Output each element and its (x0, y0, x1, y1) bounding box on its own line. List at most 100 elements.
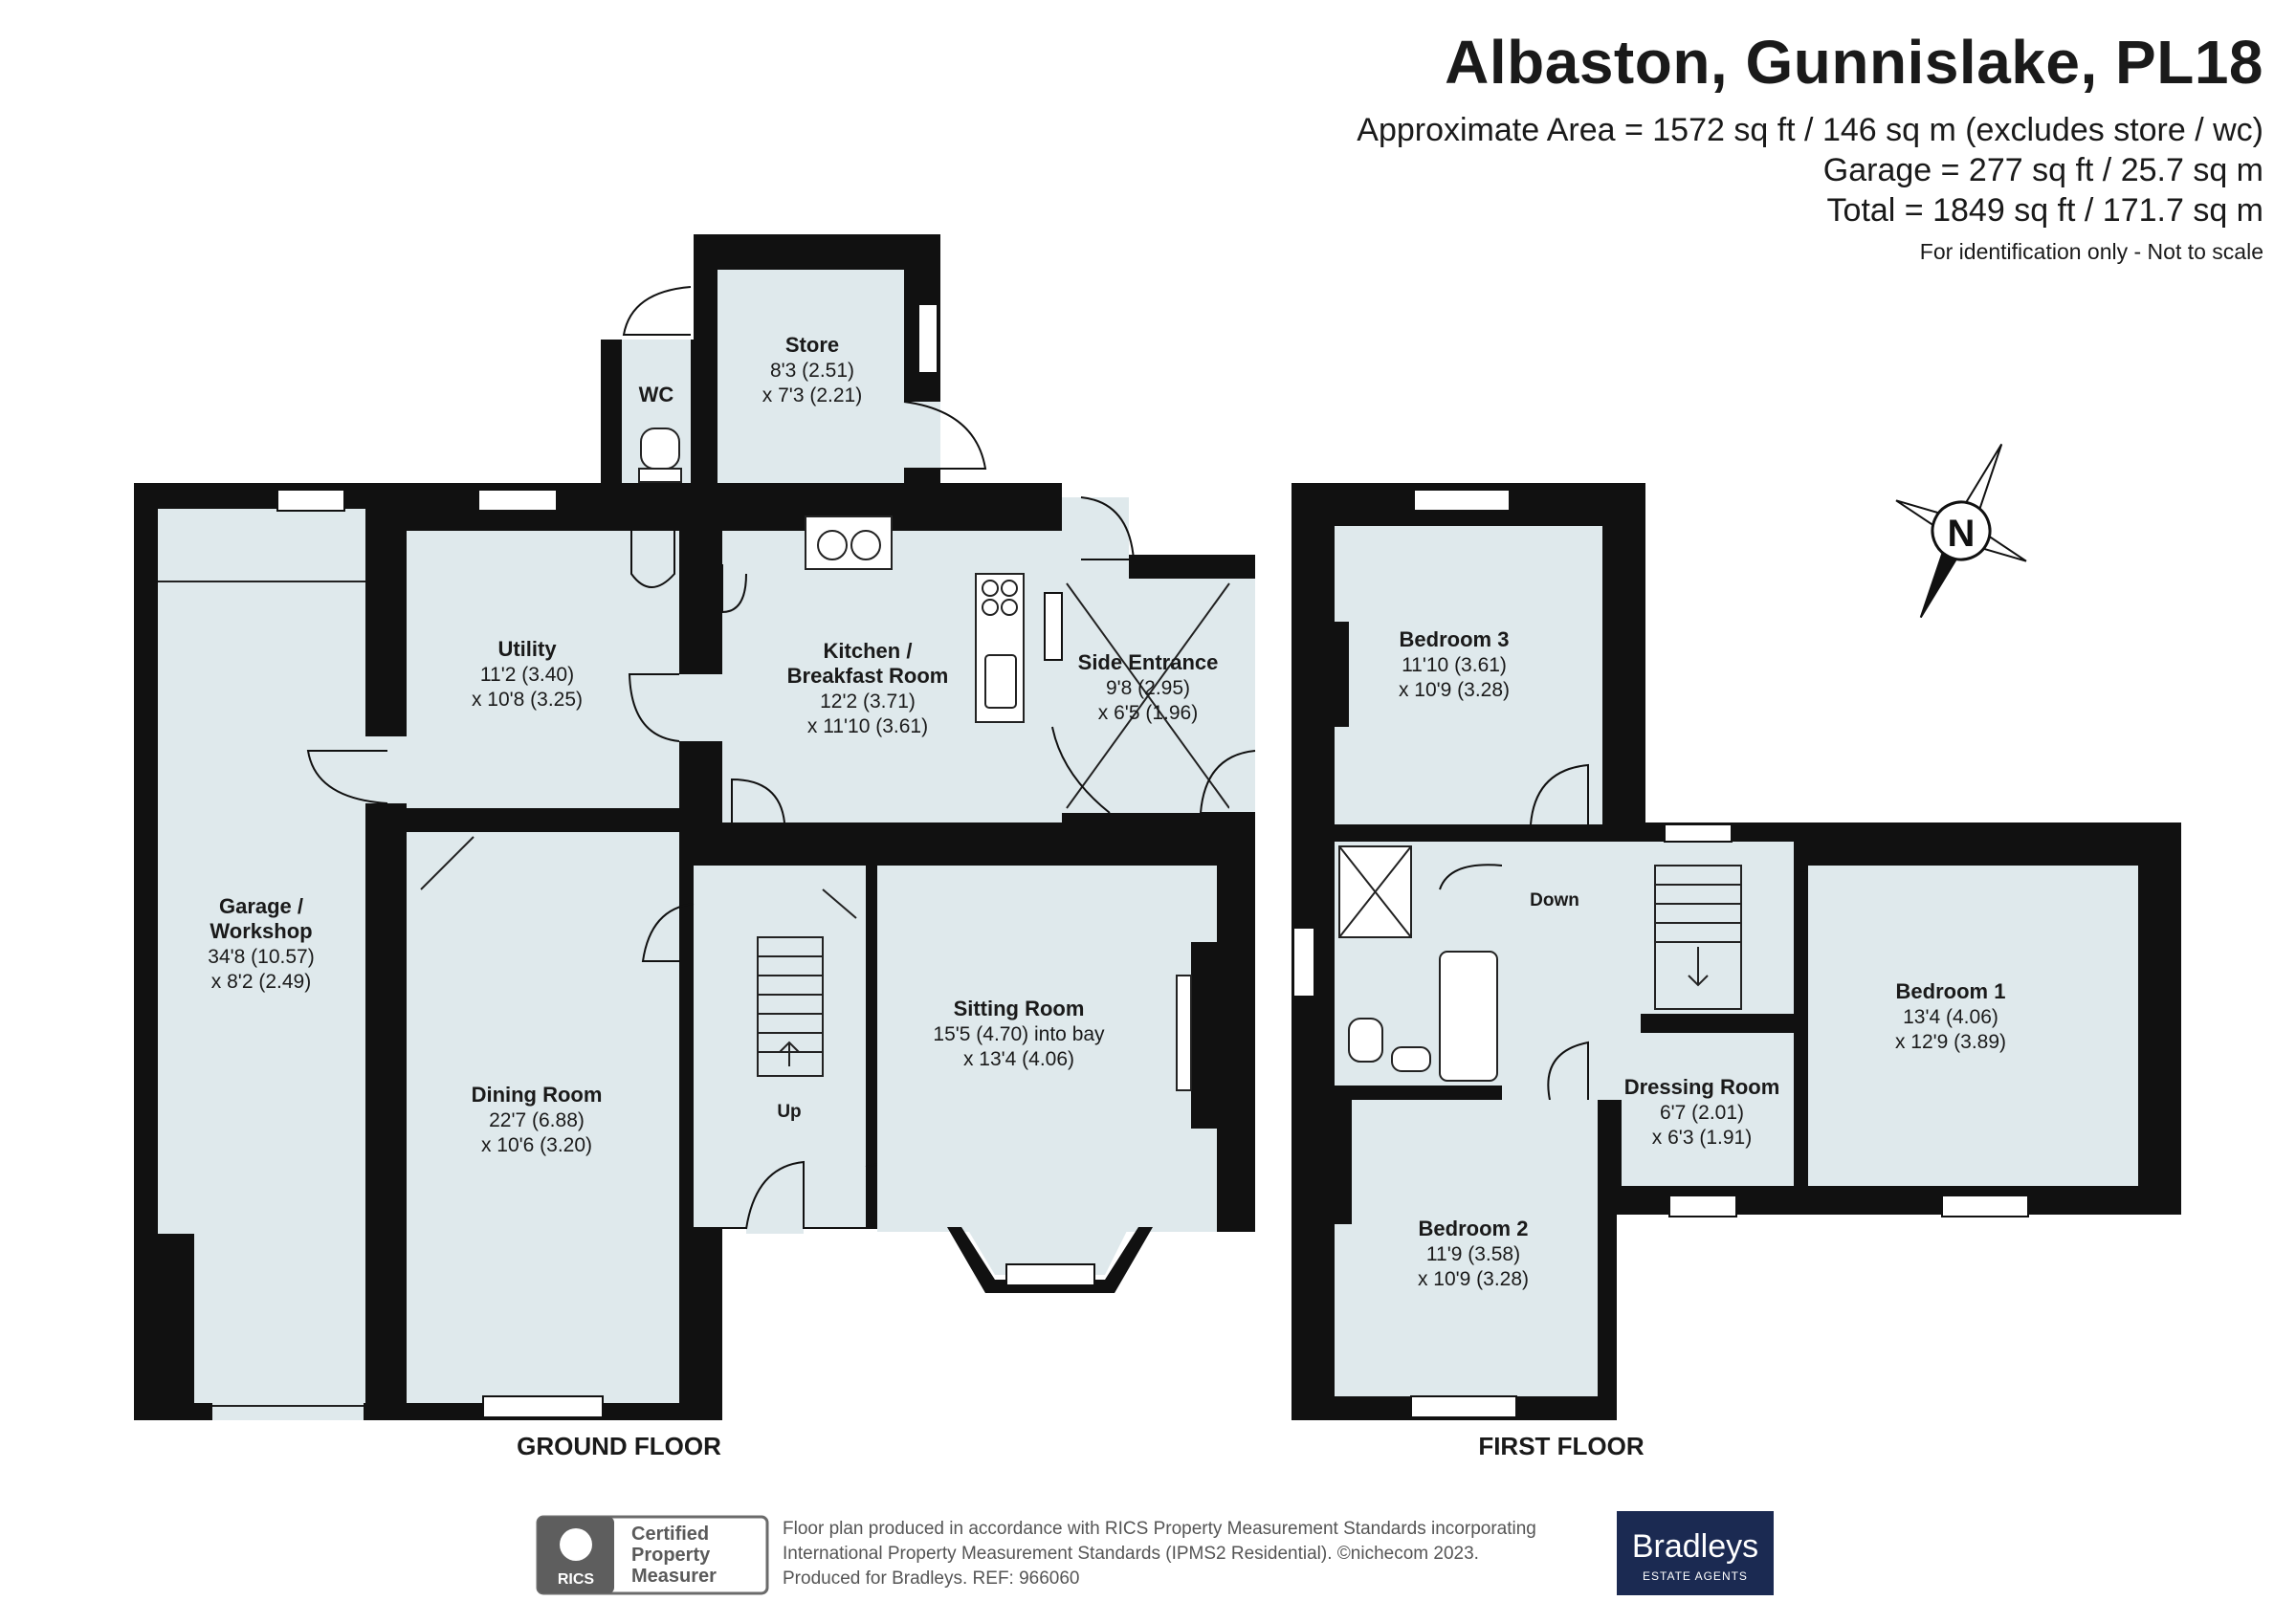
kitchen-door-gap (679, 674, 722, 741)
bedroom2-chimney (1335, 1100, 1352, 1224)
rics-badge: RICS Certified Property Measurer (536, 1515, 769, 1595)
bedroom3-door-icon (1530, 763, 1589, 825)
first-floor-plan (1292, 483, 2181, 1420)
garage-dim2: x 8'2 (2.49) (211, 971, 311, 993)
garage-door-opening (212, 1396, 364, 1420)
stairs-down-treads (1655, 884, 1741, 943)
front-door-gap (746, 1210, 804, 1234)
kitchen-label-line2: Breakfast Room (787, 664, 949, 688)
bedroom3-dim2: x 10'9 (3.28) (1399, 679, 1510, 701)
side-entrance-door-gap (1062, 497, 1129, 579)
bedroom1-dim2: x 12'9 (3.89) (1895, 1031, 2006, 1053)
rics-lion-icon (560, 1528, 592, 1561)
front-door-icon (745, 1160, 805, 1230)
rics-logo-text: RICS (558, 1571, 595, 1588)
approximate-area-text: Approximate Area = 1572 sq ft / 146 sq m… (1357, 112, 2263, 148)
dining-dim1: 22'7 (6.88) (489, 1109, 585, 1131)
bedroom2-label: Bedroom 2 (1419, 1217, 1529, 1240)
basin-icon (1391, 1046, 1431, 1072)
side-entrance-roof-lines (1066, 582, 1230, 809)
sitting-bay (966, 1227, 1129, 1275)
footer-text-line2: International Property Measurement Stand… (783, 1544, 1479, 1564)
garage-area-text: Garage = 277 sq ft / 25.7 sq m (1822, 152, 2263, 188)
hall-understairs-line (822, 888, 857, 919)
dressing-room-dim1: 6'7 (2.01) (1660, 1102, 1744, 1124)
utility-cupboard-door-icon (630, 531, 675, 588)
cpm-line3: Measurer (631, 1566, 717, 1587)
utility-dim2: x 10'8 (3.25) (472, 689, 583, 711)
landing-window (1664, 823, 1733, 843)
toilet-icon (1348, 1018, 1383, 1063)
garage-pier (158, 1234, 194, 1403)
hob-ring-icon (850, 530, 881, 560)
wc-door-icon (622, 286, 692, 336)
bradleys-logo-bg (1617, 1511, 1774, 1595)
bedroom3-dim1: 11'10 (3.61) (1402, 654, 1507, 676)
footer-text-line1: Floor plan produced in accordance with R… (783, 1519, 1536, 1539)
bedroom3-chimney (1335, 622, 1349, 727)
stairs-up-label: Up (777, 1102, 801, 1122)
property-title: Albaston, Gunnislake, PL18 (1445, 28, 2263, 97)
bathroom-window (1292, 927, 1315, 998)
sitting-dim2: x 13'4 (4.06) (963, 1048, 1074, 1070)
stairs-down-arrow-icon (1688, 947, 1709, 987)
dining-label: Dining Room (472, 1083, 603, 1107)
kitchen-utility-door-icon (628, 673, 680, 742)
utility-window (477, 489, 558, 512)
bedroom2-room (1335, 1100, 1598, 1396)
wc-label: WC (639, 383, 674, 406)
stairs-outline (757, 936, 824, 1077)
landing-area (1502, 842, 1641, 1100)
hob-ring-icon (982, 580, 999, 597)
dressing-room-label: Dressing Room (1624, 1075, 1780, 1099)
dining-dim2: x 10'6 (3.20) (481, 1134, 592, 1156)
bath-icon (1439, 951, 1498, 1082)
hob-ring-icon (982, 599, 999, 616)
sitting-dim1: 15'5 (4.70) into bay (933, 1023, 1105, 1045)
bradleys-logo: Bradleys ESTATE AGENTS (1617, 1511, 1774, 1595)
bedroom1-label: Bedroom 1 (1896, 979, 2006, 1003)
store-label: Store (785, 333, 839, 357)
side-entrance-room (1062, 579, 1255, 813)
dressing-room-window (1668, 1195, 1737, 1217)
ground-floor-label: GROUND FLOOR (517, 1432, 721, 1460)
sitting-fireplace-icon (1176, 975, 1192, 1091)
bedroom3-label: Bedroom 3 (1400, 627, 1510, 651)
hob-ring-icon (1001, 599, 1018, 616)
landing-stairwell (1641, 842, 1794, 1014)
bradleys-logo-sub: ESTATE AGENTS (1643, 1569, 1748, 1583)
cpm-line1: Certified (631, 1524, 709, 1545)
garage-dim1: 34'8 (10.57) (208, 946, 314, 968)
bedroom2-dim2: x 10'9 (3.28) (1418, 1268, 1529, 1290)
sitting-bay-window (1005, 1263, 1095, 1286)
stairs-down-outline (1654, 865, 1742, 1010)
stairs-down-label: Down (1530, 890, 1579, 910)
garage-label-line2: Workshop (210, 919, 312, 943)
compass-label: N (1948, 513, 1976, 555)
utility-dim1: 11'2 (3.40) (480, 664, 574, 686)
store-door-icon (903, 401, 987, 470)
side-entrance-ext-door-gap (1229, 751, 1255, 813)
hall-dining-door-icon (641, 903, 695, 962)
bedroom2-dim1: 11'9 (3.58) (1426, 1243, 1520, 1265)
ground-floor-plan (134, 234, 1256, 1420)
store-dim2: x 7'3 (2.21) (762, 384, 862, 406)
kitchen-label-line1: Kitchen / (824, 639, 913, 663)
garage-label-line1: Garage / (219, 894, 303, 918)
bedroom2-door-icon (1547, 1041, 1589, 1101)
footer-text-line3: Produced for Bradleys. REF: 966060 (783, 1568, 1080, 1589)
kitchen-sink-icon (984, 654, 1017, 709)
stairs-treads (758, 955, 823, 1053)
kitchen-hall-door-icon (731, 778, 785, 823)
hob-ring-icon (817, 530, 848, 560)
compass-ring (1931, 500, 1992, 561)
bathroom-door-icon (1439, 864, 1503, 890)
kitchen-dim1: 12'2 (3.71) (820, 691, 916, 713)
stairs-up-arrow-icon (779, 1041, 800, 1066)
bedroom1-room (1808, 866, 2138, 1186)
garage-window (276, 489, 345, 512)
scale-disclaimer: For identification only - Not to scale (1919, 239, 2263, 264)
bedroom2-window (1410, 1395, 1517, 1418)
dining-fireplace-line (420, 836, 475, 890)
